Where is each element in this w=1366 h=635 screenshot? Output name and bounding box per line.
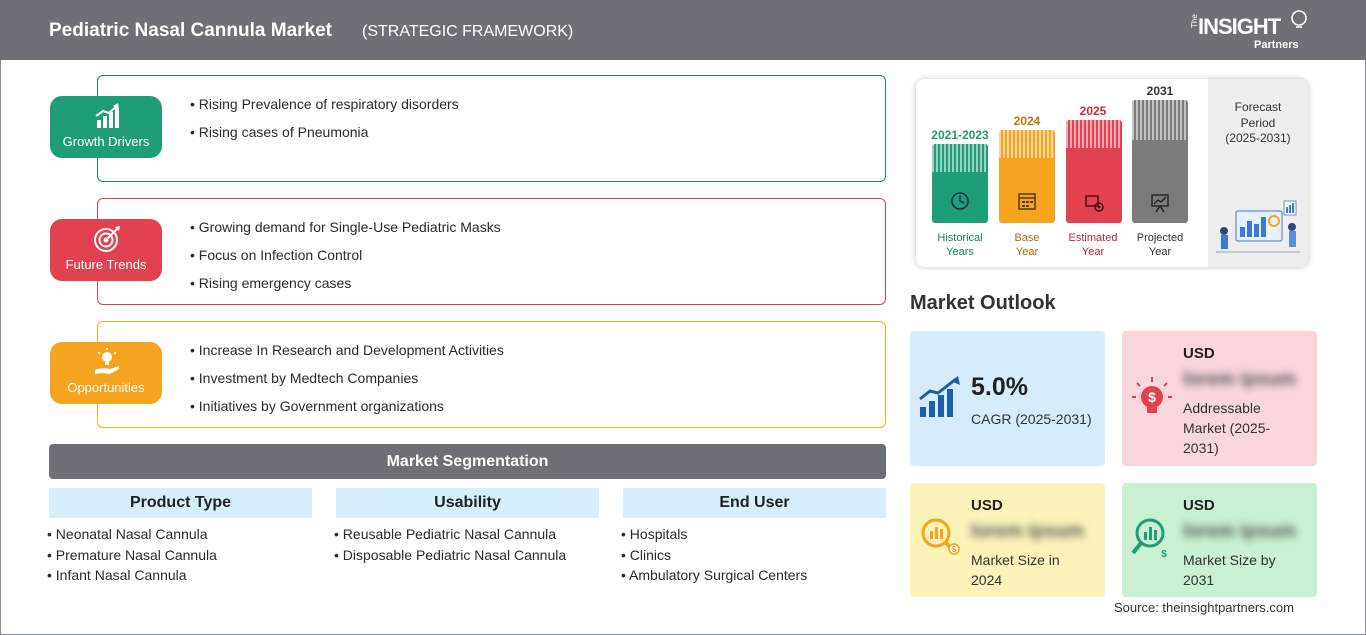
market-size-2024-card: $ USD lorem ipsum Market Size in 2024 [910, 483, 1105, 597]
size-2024-label: Market Size in 2024 [971, 552, 1060, 588]
target-icon [94, 226, 120, 252]
addressable-label: Addressable Market (2025- 2031) [1183, 400, 1271, 456]
list-item: Increase In Research and Development Act… [190, 342, 504, 370]
list-item: Clinics [621, 547, 807, 568]
segmentation-title: Market Segmentation [49, 444, 886, 479]
market-size-2031-card: $ USD lorem ipsum Market Size by 2031 [1122, 483, 1317, 597]
segment-list-usability: Reusable Pediatric Nasal Cannula Disposa… [334, 526, 566, 567]
future-trends-badge: Future Trends [50, 219, 166, 285]
list-item: Growing demand for Single-Use Pediatric … [190, 219, 501, 247]
timeline-year: 2025 [1079, 104, 1107, 118]
list-item: Premature Nasal Cannula [47, 547, 217, 568]
addressable-usd: USD [1183, 345, 1215, 362]
cagr-value: 5.0% [971, 373, 1028, 401]
cagr-label: CAGR (2025-2031) [971, 411, 1092, 427]
size-2031-value-blurred: lorem ipsum [1183, 521, 1296, 542]
segment-list-product-type: Neonatal Nasal Cannula Premature Nasal C… [47, 526, 217, 588]
list-item: Reusable Pediatric Nasal Cannula [334, 526, 566, 547]
lightbulb-icon [1291, 10, 1307, 28]
size-2024-value-blurred: lorem ipsum [971, 521, 1084, 542]
opportunities-list: Increase In Research and Development Act… [190, 342, 504, 426]
list-item: Ambulatory Surgical Centers [621, 567, 807, 588]
presentation-icon [1151, 194, 1169, 213]
calendar-icon [1018, 193, 1036, 210]
market-outlook-title: Market Outlook [910, 292, 1056, 314]
timeline-year: 2031 [1146, 84, 1174, 98]
segment-heading-product-type: Product Type [49, 488, 312, 518]
growth-drivers-list: Rising Prevalence of respiratory disorde… [190, 96, 459, 152]
insight-partners-logo: The INSIGHT Partners [1186, 8, 1316, 54]
list-item: Investment by Medtech Companies [190, 370, 504, 398]
analytics-illustration-icon [1216, 200, 1300, 253]
size-2024-usd: USD [971, 497, 1003, 514]
size-2031-usd: USD [1183, 497, 1215, 514]
growth-drivers-badge: Growth Drivers [50, 96, 166, 162]
svg-text:$: $ [1148, 389, 1156, 405]
svg-text:$: $ [952, 545, 957, 554]
magnifier-coins-icon: $ [921, 518, 960, 555]
lightbulb-dollar-icon: $ [1132, 377, 1172, 413]
cagr-card: 5.0% CAGR (2025-2031) [910, 331, 1105, 466]
opportunities-label: Opportunities [67, 380, 145, 395]
addressable-value-blurred: lorem ipsum [1183, 369, 1296, 390]
growth-drivers-label: Growth Drivers [62, 134, 150, 149]
list-item: Disposable Pediatric Nasal Cannula [334, 547, 566, 568]
forecast-range: (2025-2031) [1225, 131, 1291, 145]
timeline-year: 2024 [1013, 114, 1041, 128]
timeline-bar-projected [1132, 100, 1188, 223]
future-trends-label: Future Trends [65, 257, 147, 272]
growth-chart-icon [919, 376, 960, 417]
list-item: Rising emergency cases [190, 275, 501, 303]
timeline-year: 2021-2023 [931, 128, 989, 142]
size-2031-label: Market Size by 2031 [1183, 552, 1276, 588]
opportunities-badge: Opportunities [50, 342, 166, 408]
list-item: Neonatal Nasal Cannula [47, 526, 217, 547]
page-title: Pediatric Nasal Cannula Market [49, 20, 332, 41]
timeline-bar-base [999, 130, 1055, 223]
history-icon [951, 192, 969, 210]
hand-lightbulb-icon [95, 348, 119, 374]
list-item: Rising cases of Pneumonia [190, 124, 459, 152]
list-item: Hospitals [621, 526, 807, 547]
page-subtitle: (STRATEGIC FRAMEWORK) [362, 23, 574, 40]
timeline-bar-estimated [1066, 120, 1122, 223]
source-note: Source: theinsightpartners.com [1114, 600, 1294, 615]
addressable-market-card: $ USD lorem ipsum Addressable Market (20… [1122, 331, 1317, 466]
list-item: Initiatives by Government organizations [190, 398, 504, 426]
list-item: Rising Prevalence of respiratory disorde… [190, 96, 459, 124]
timeline-bar-historical [932, 144, 988, 223]
bar-chart-up-icon [95, 103, 119, 128]
magnifier-chart-icon: $ [1131, 518, 1167, 559]
list-item: Infant Nasal Cannula [47, 567, 217, 588]
segment-heading-usability: Usability [336, 488, 599, 518]
header-bar: Pediatric Nasal Cannula Market (STRATEGI… [0, 0, 1366, 60]
future-trends-list: Growing demand for Single-Use Pediatric … [190, 219, 501, 303]
svg-text:$: $ [1161, 549, 1167, 559]
settings-chart-icon [1085, 195, 1104, 212]
growth-drivers-box [97, 75, 886, 182]
list-item: Focus on Infection Control [190, 247, 501, 275]
segment-heading-end-user: End User [623, 488, 886, 518]
segment-list-end-user: Hospitals Clinics Ambulatory Surgical Ce… [621, 526, 807, 588]
